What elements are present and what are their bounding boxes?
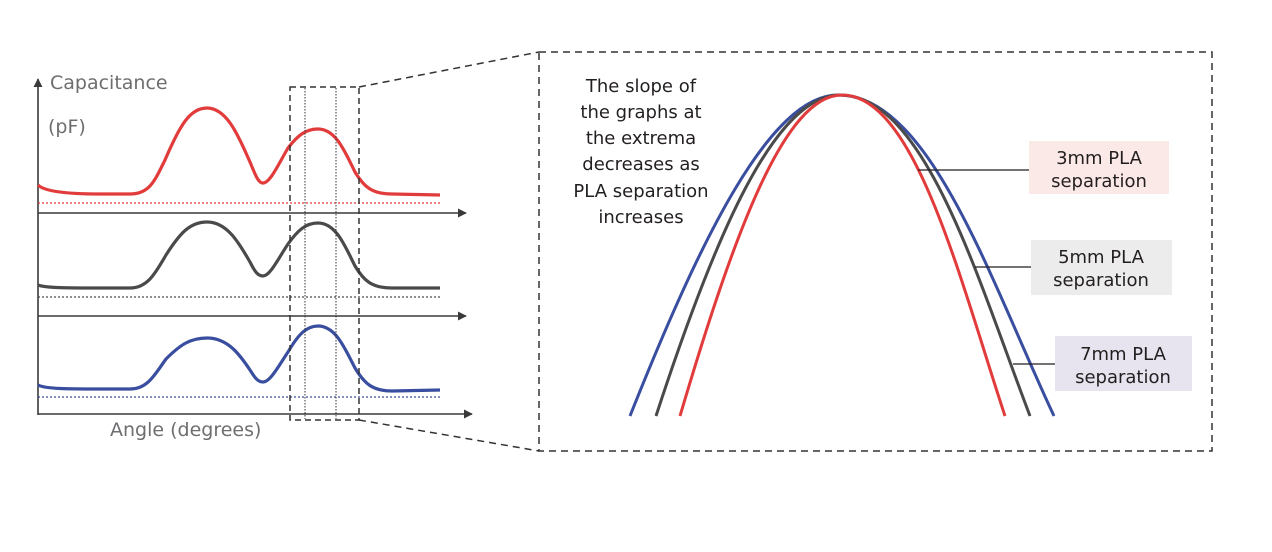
zoom-curve-red	[678, 93, 1007, 417]
note-line-2: the graphs at	[580, 102, 701, 123]
curve-blue	[37, 324, 441, 393]
label-5mm: 5mm PLA separation	[1031, 240, 1172, 295]
connector-top	[358, 51, 540, 88]
zoom-curve-gray	[654, 93, 1032, 417]
note-line-5: PLA separation	[573, 181, 708, 202]
zoom-panel-border	[538, 51, 1213, 452]
label-3mm-line2: separation	[1051, 171, 1147, 192]
label-7mm-bg	[1055, 336, 1192, 391]
note-line-4: decreases as	[582, 154, 699, 175]
y-axis-title-line2: (pF)	[48, 116, 86, 138]
label-7mm-line2: separation	[1075, 367, 1171, 388]
x-axis-title: Angle (degrees)	[110, 419, 261, 441]
label-5mm-line2: separation	[1053, 270, 1149, 291]
note-line-1: The slope of	[585, 76, 697, 97]
label-3mm-bg	[1029, 141, 1169, 194]
label-7mm-line1: 7mm PLA	[1080, 344, 1167, 365]
left-panel: Capacitance (pF) Angle (degrees)	[33, 72, 473, 441]
label-3mm-line1: 3mm PLA	[1056, 148, 1143, 169]
zoom-region-box	[289, 86, 360, 421]
label-3mm: 3mm PLA separation	[1029, 141, 1169, 194]
zoom-panel: The slope of the graphs at the extrema d…	[538, 51, 1213, 452]
y-axis-title-line1: Capacitance	[50, 72, 168, 94]
note-line-3: the extrema	[586, 128, 696, 149]
curve-red	[36, 106, 441, 197]
note-line-6: increases	[598, 207, 683, 228]
label-5mm-bg	[1031, 240, 1172, 295]
label-7mm: 7mm PLA separation	[1055, 336, 1192, 391]
curve-gray	[37, 220, 440, 290]
connector-bottom	[358, 419, 540, 452]
label-5mm-line1: 5mm PLA	[1058, 247, 1145, 268]
